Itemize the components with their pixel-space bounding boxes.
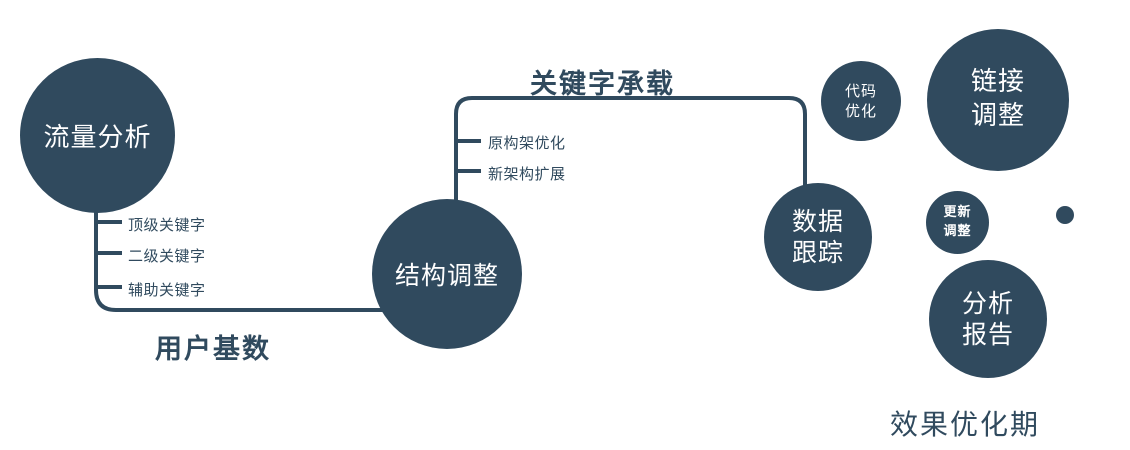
node-link-adjustment-line2: 调整 <box>970 101 1025 131</box>
node-traffic-analysis-label: 流量分析 <box>43 123 152 153</box>
branch-new-arch-label: 新架构扩展 <box>488 165 566 183</box>
node-structure-adjustment-label: 结构调整 <box>394 261 499 290</box>
caption-effect-optimization-phase: 效果优化期 <box>890 408 1041 441</box>
node-data-tracking-line1: 数据 <box>791 206 844 236</box>
node-code-optimization: 代码 优化 <box>821 61 901 141</box>
node-link-adjustment-line1: 链接 <box>970 67 1025 98</box>
node-code-optimization-line2: 优化 <box>844 102 877 120</box>
node-link-adjustment: 链接 调整 <box>927 29 1069 171</box>
branch-original-arch-label: 原构架优化 <box>488 134 566 152</box>
bullet-dot <box>1056 206 1074 224</box>
node-analysis-report: 分析 报告 <box>929 260 1047 378</box>
branch-top-keywords-label: 顶级关键字 <box>128 216 206 234</box>
edge-user-base-line <box>94 180 410 312</box>
node-update-adjustment-line2: 调整 <box>943 223 972 239</box>
node-structure-adjustment: 结构调整 <box>372 199 522 349</box>
node-code-optimization-line1: 代码 <box>844 81 877 100</box>
branch-aux-keywords-label: 辅助关键字 <box>128 281 206 299</box>
edge-label-keyword-load: 关键字承载 <box>530 69 675 100</box>
node-analysis-report-line1: 分析 <box>961 288 1014 318</box>
node-traffic-analysis: 流量分析 <box>20 58 175 213</box>
node-update-adjustment-line1: 更新 <box>943 205 972 221</box>
branch-second-keywords-label: 二级关键字 <box>128 247 206 265</box>
node-analysis-report-line2: 报告 <box>961 320 1014 349</box>
edge-keyword-load-line <box>454 96 807 215</box>
node-data-tracking-line2: 跟踪 <box>791 238 844 267</box>
edge-label-user-base: 用户基数 <box>155 334 271 365</box>
node-update-adjustment: 更新 调整 <box>926 191 989 254</box>
node-data-tracking: 数据 跟踪 <box>764 183 872 291</box>
